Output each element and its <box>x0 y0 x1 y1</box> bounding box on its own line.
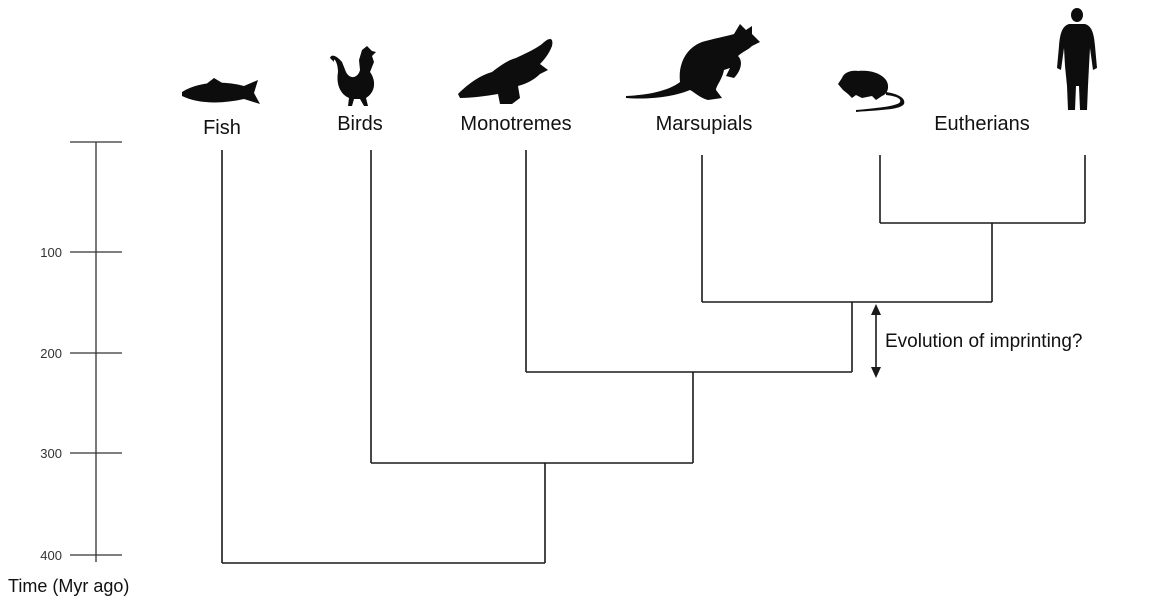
imprinting-annotation: Evolution of imprinting? <box>885 331 1083 352</box>
taxon-label-monotremes: Monotremes <box>460 113 571 135</box>
wallaby-silhouette-icon <box>626 24 760 100</box>
axis-tick-label-100: 100 <box>40 245 62 260</box>
platypus-silhouette-icon <box>458 39 552 104</box>
phylogenetic-tree <box>222 150 1085 563</box>
time-axis <box>70 142 122 562</box>
taxon-label-fish: Fish <box>203 117 241 139</box>
rooster-silhouette-icon <box>330 46 376 106</box>
time-axis-title: Time (Myr ago) <box>8 576 129 596</box>
mouse-silhouette-icon <box>838 71 904 112</box>
taxon-label-eutherians: Eutherians <box>934 113 1030 135</box>
axis-tick-label-400: 400 <box>40 548 62 563</box>
human-silhouette-icon <box>1057 8 1097 110</box>
axis-tick-label-300: 300 <box>40 446 62 461</box>
axis-tick-label-200: 200 <box>40 346 62 361</box>
fish-silhouette-icon <box>182 78 260 104</box>
imprinting-interval-arrow <box>871 304 881 378</box>
taxon-label-marsupials: Marsupials <box>656 113 753 135</box>
taxon-label-birds: Birds <box>337 113 383 135</box>
